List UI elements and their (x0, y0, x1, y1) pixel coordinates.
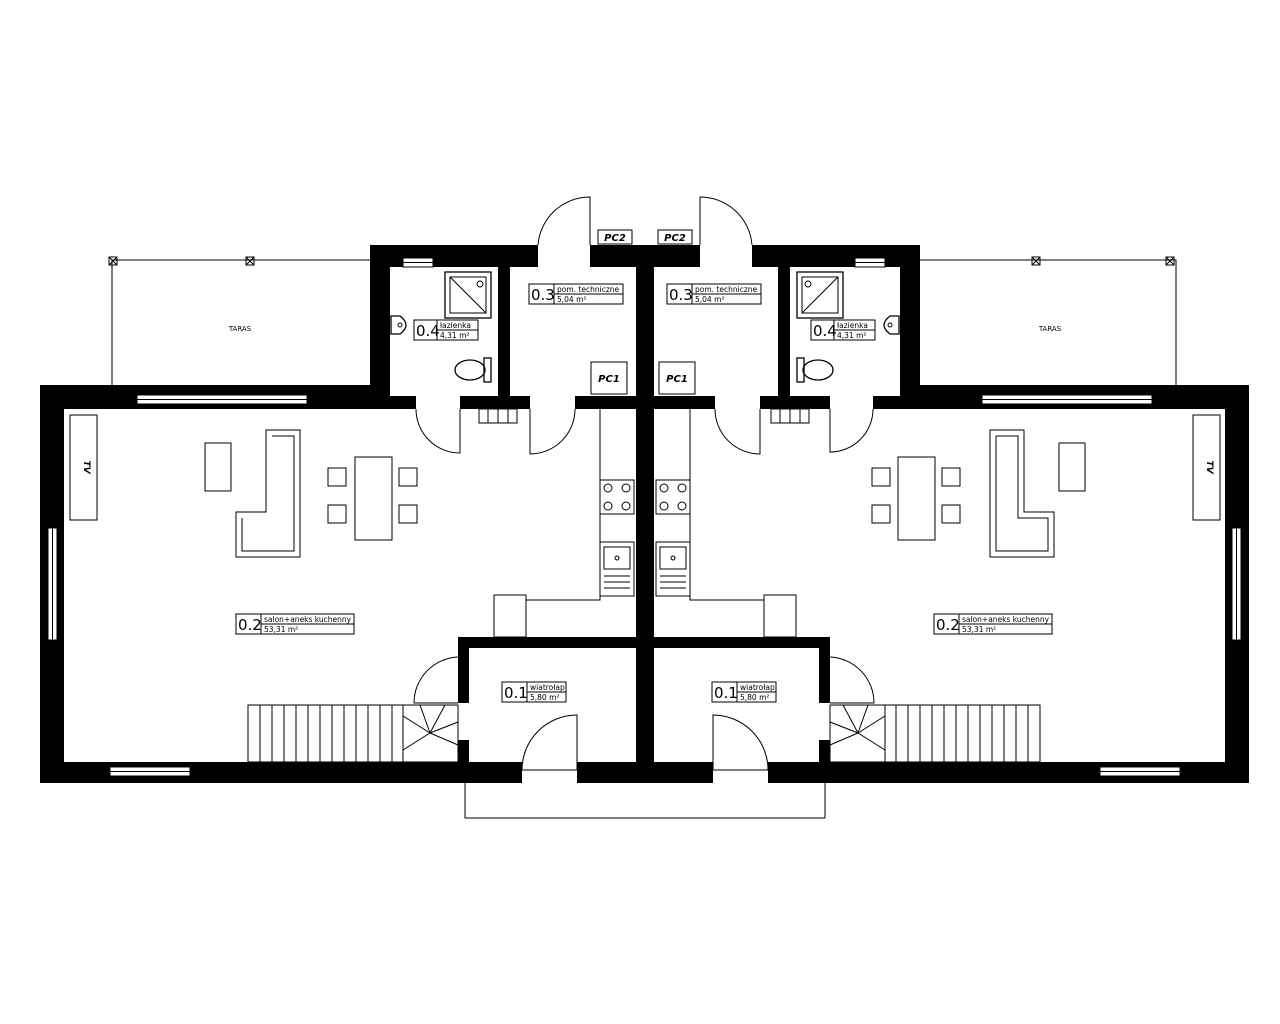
stairs-right (829, 704, 1041, 763)
walls (40, 245, 1249, 783)
furniture-left: TV (69, 414, 418, 558)
room-area: 4,31 m² (837, 331, 866, 340)
pc2-left-label: PC2 (604, 233, 626, 244)
terrace-right: TARAS (920, 256, 1177, 385)
room-number: 0.1 (714, 684, 738, 702)
room-area: 5,04 m² (557, 295, 586, 304)
room-name: salon+aneks kuchenny (264, 615, 352, 624)
room-number: 0.2 (238, 616, 262, 634)
room-area: 5,80 m² (740, 693, 769, 702)
room-name: pom. techniczne (695, 285, 758, 294)
room-area: 53,31 m² (264, 625, 298, 634)
room-number: 0.4 (416, 322, 440, 340)
pc1-right-label: PC1 (666, 374, 688, 385)
room-area: 53,31 m² (962, 625, 996, 634)
room-area: 5,04 m² (695, 295, 724, 304)
room-name: łazienka (440, 321, 471, 330)
room-label-vestibule-left: 0.1 wiatrołap 5,80 m² (501, 681, 567, 703)
furniture-right: TV (871, 414, 1221, 558)
terrace-left-label: TARAS (228, 325, 252, 333)
room-number: 0.4 (813, 322, 837, 340)
room-label-bathroom-right: 0.4 łazienka 4,31 m² (810, 319, 876, 341)
pc1-left-label: PC1 (598, 374, 620, 385)
windows (47, 257, 1242, 777)
room-label-bathroom-left: 0.4 łazienka 4,31 m² (413, 319, 479, 341)
bathroom-fixtures (390, 271, 900, 424)
doors (413, 196, 875, 819)
room-label-technical-left: 0.3 pom. techniczne 5,04 m² (528, 283, 624, 305)
room-label-living-left: 0.2 salon+aneks kuchenny 53,31 m² (235, 613, 355, 635)
room-name: łazienka (837, 321, 868, 330)
tv-left-label: TV (81, 460, 91, 474)
kitchen-right (655, 409, 797, 638)
room-number: 0.2 (936, 616, 960, 634)
terrace-left: TARAS (108, 256, 370, 385)
stairs-left (247, 704, 459, 763)
equipment: PC2 PC2 PC1 PC1 (590, 229, 696, 395)
kitchen-left (493, 409, 635, 638)
room-label-technical-right: 0.3 pom. techniczne 5,04 m² (666, 283, 762, 305)
room-number: 0.3 (669, 286, 693, 304)
room-area: 4,31 m² (440, 331, 469, 340)
room-name: pom. techniczne (557, 285, 620, 294)
room-label-living-right: 0.2 salon+aneks kuchenny 53,31 m² (933, 613, 1053, 635)
room-name: wiatrołap (530, 683, 565, 692)
pc2-right-label: PC2 (664, 233, 686, 244)
room-number: 0.3 (531, 286, 555, 304)
room-number: 0.1 (504, 684, 528, 702)
terrace-right-label: TARAS (1038, 325, 1062, 333)
room-area: 5,80 m² (530, 693, 559, 702)
room-name: wiatrołap (740, 683, 775, 692)
room-label-vestibule-right: 0.1 wiatrołap 5,80 m² (711, 681, 777, 703)
tv-right-label: TV (1204, 460, 1214, 474)
room-name: salon+aneks kuchenny (962, 615, 1050, 624)
